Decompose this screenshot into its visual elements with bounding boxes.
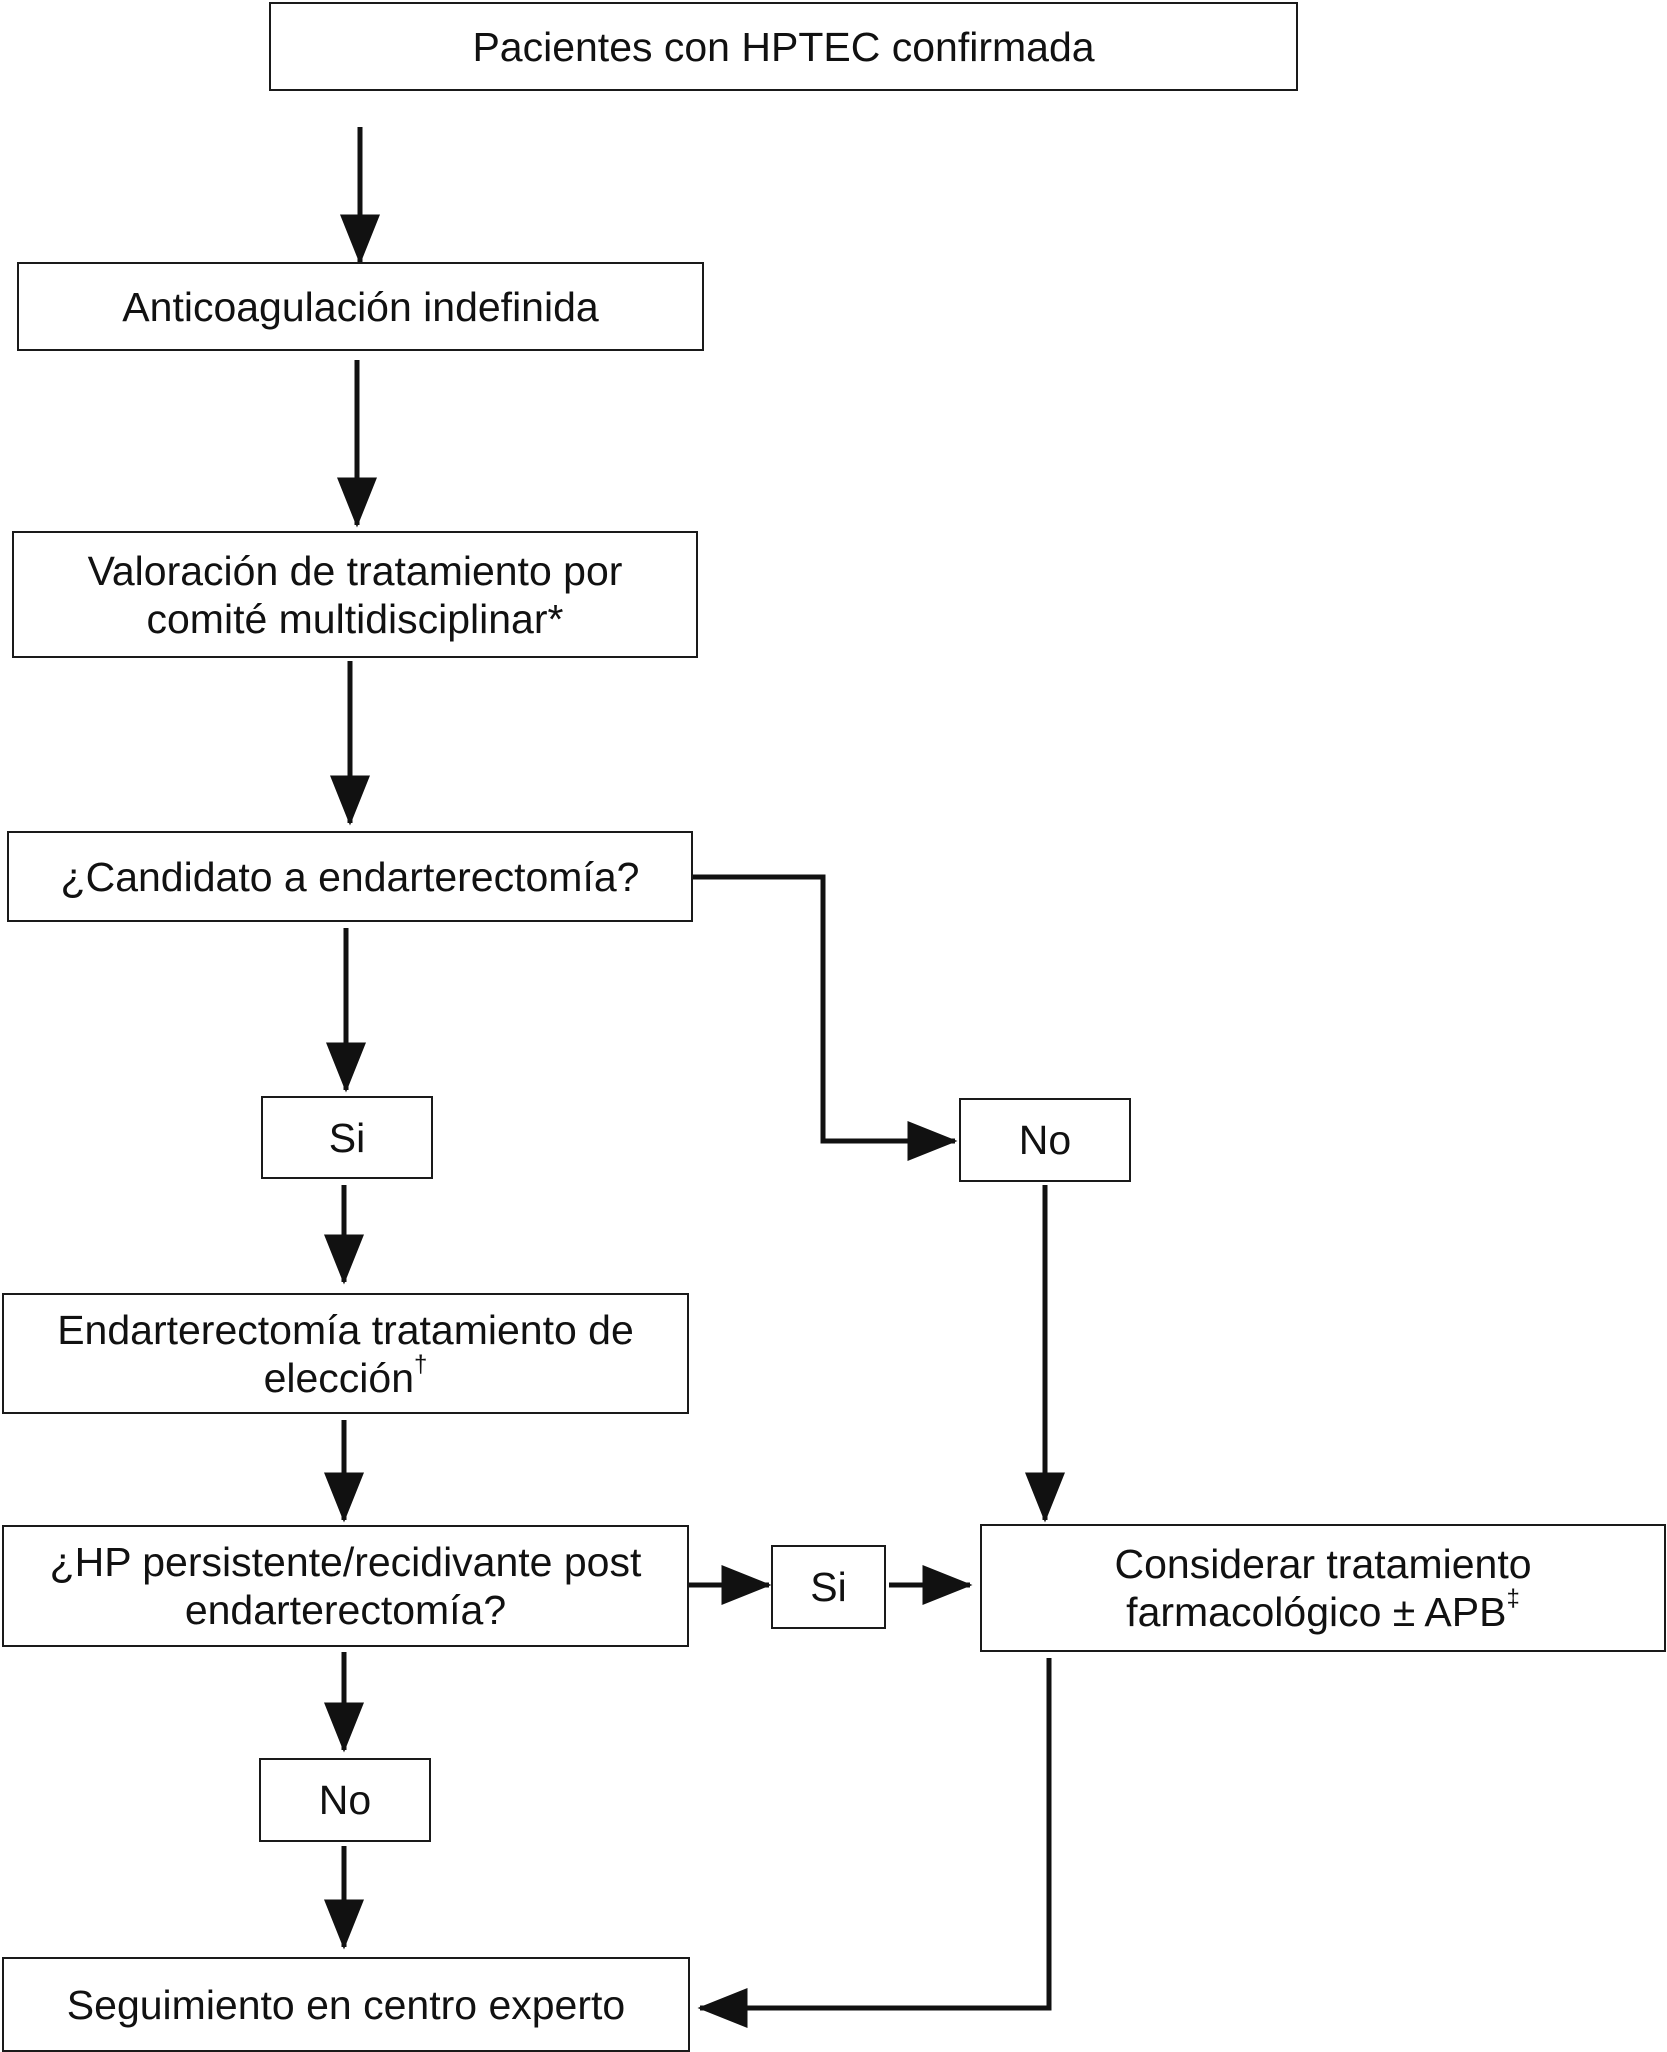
node-no-candidato-label: No xyxy=(1018,1117,1072,1163)
node-anticoagulation: Anticoagulación indefinida xyxy=(17,262,704,351)
node-start: Pacientes con HPTEC confirmada xyxy=(269,2,1298,91)
node-si-candidato: Si xyxy=(261,1096,433,1179)
node-start-label: Pacientes con HPTEC confirmada xyxy=(472,23,1095,70)
node-candidato: ¿Candidato a endarterectomía? xyxy=(7,831,693,922)
node-seguimiento-label: Seguimiento en centro experto xyxy=(66,1981,626,2028)
node-si-candidato-label: Si xyxy=(328,1114,366,1161)
node-anticoagulation-label: Anticoagulación indefinida xyxy=(122,283,599,330)
node-si-hp-label: Si xyxy=(810,1564,847,1610)
node-no-hp-label: No xyxy=(318,1777,372,1823)
node-si-hp: Si xyxy=(771,1545,886,1629)
node-candidato-label: ¿Candidato a endarterectomía? xyxy=(60,853,640,900)
node-no-candidato: No xyxy=(959,1098,1131,1182)
node-no-hp: No xyxy=(259,1758,431,1842)
arrow-considerar-to-seguimiento xyxy=(697,1658,1052,2028)
arrow-candidato-to-no xyxy=(693,874,958,1161)
node-seguimiento: Seguimiento en centro experto xyxy=(2,1957,690,2052)
